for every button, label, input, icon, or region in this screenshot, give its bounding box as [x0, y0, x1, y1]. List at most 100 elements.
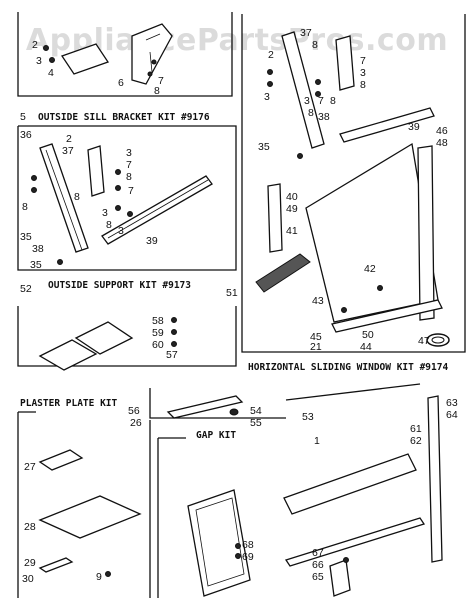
part-callout-number: 49	[286, 203, 298, 215]
lower-foot	[329, 559, 351, 597]
part-callout-number: 3	[126, 147, 132, 159]
part-callout-number: 60	[152, 339, 164, 351]
part-callout-number: 67	[312, 547, 324, 559]
sill-plate	[60, 43, 110, 75]
part-callout-number: 8	[106, 219, 112, 231]
part-callout-number: 35	[258, 141, 270, 153]
lower-part-29	[38, 557, 74, 573]
sill-bracket-detail	[145, 33, 161, 73]
lower-part-27	[38, 449, 84, 471]
part-callout-number: 39	[146, 235, 158, 247]
part-callout-number: 8	[308, 107, 314, 119]
gap-kit-frame	[149, 388, 286, 419]
part-callout-number: 28	[24, 521, 36, 533]
window-side-seal	[417, 145, 435, 321]
sill-kit-title: OUTSIDE SILL BRACKET KIT #9176	[38, 112, 210, 123]
part-callout-number: 42	[364, 263, 376, 275]
part-callout-number: 2	[268, 49, 274, 61]
window-filler	[267, 183, 283, 253]
part-callout-number: 38	[32, 243, 44, 255]
lower-right-top-edge	[285, 383, 421, 401]
part-callout-number: 44	[360, 341, 372, 353]
plaster-kit-frame	[17, 306, 237, 367]
part-callout-number: 5	[20, 111, 26, 123]
gap-kit-title: GAP KIT	[196, 430, 236, 441]
part-callout-number: 61	[410, 423, 422, 435]
part-callout-number: 29	[24, 557, 36, 569]
gap-plug	[229, 408, 239, 416]
plaster-plate-b	[74, 321, 134, 355]
support-bracket	[87, 145, 105, 197]
part-callout-number: 27	[24, 461, 36, 473]
part-callout-number: 3	[36, 55, 42, 67]
part-callout-number: 68	[242, 539, 254, 551]
part-callout-number: 2	[32, 39, 38, 51]
part-callout-number: 69	[242, 551, 254, 563]
support-kit: 36 2 37 3 7 8 8 7 3 8 3 8 35 38 39 35 52…	[20, 129, 213, 295]
lower-panel-frame	[187, 489, 251, 597]
sill-bracket	[131, 23, 173, 85]
part-callout-number: 3	[102, 207, 108, 219]
part-callout-number: 40	[286, 191, 298, 203]
window-sill-strip	[331, 299, 443, 333]
part-callout-number: 65	[312, 571, 324, 583]
part-callout-number: 8	[154, 85, 160, 97]
window-coil	[426, 333, 450, 347]
part-callout-number: 7	[128, 185, 134, 197]
part-callout-number: 38	[318, 111, 330, 123]
window-arm	[281, 31, 325, 149]
part-callout-number: 59	[152, 327, 164, 339]
part-callout-number: 8	[74, 191, 80, 203]
part-callout-number: 64	[446, 409, 458, 421]
lower-side-strip	[427, 395, 443, 563]
part-callout-number: 30	[22, 573, 34, 585]
part-callout-number: 6	[118, 77, 124, 89]
part-callout-number: 7	[158, 75, 164, 87]
part-callout-number: 55	[250, 417, 262, 429]
part-callout-number: 36	[20, 129, 32, 141]
sill-bracket-kit: 2 3 4 6 7 8 5 OUTSIDE SILL BRACKET KIT #…	[20, 23, 210, 123]
lower-left-frame	[17, 411, 151, 598]
part-callout-number: 3	[304, 95, 310, 107]
part-callout-number: 2	[66, 133, 72, 145]
part-callout-number: 66	[312, 559, 324, 571]
part-callout-number: 3	[264, 91, 270, 103]
part-callout-number: 35	[20, 231, 32, 243]
part-callout-number: 58	[152, 315, 164, 327]
plaster-kit-title: PLASTER PLATE KIT	[20, 398, 118, 409]
part-callout-number: 8	[360, 79, 366, 91]
sill-kit-frame	[17, 12, 233, 97]
part-callout-number: 52	[20, 283, 32, 295]
part-callout-number: 62	[410, 435, 422, 447]
lower-right-parts: 53 1 61 62 63 64 68 69 67 66 65	[187, 395, 458, 597]
gap-kit: 54 55 56 GAP KIT	[128, 395, 262, 441]
window-kit-title: HORIZONTAL SLIDING WINDOW KIT #9174	[248, 362, 448, 373]
part-callout-number: 47	[418, 335, 430, 347]
part-callout-number: 7	[360, 55, 366, 67]
part-callout-number: 1	[314, 435, 320, 447]
part-callout-number: 50	[362, 329, 374, 341]
gap-strip	[166, 395, 244, 419]
part-callout-number: 8	[330, 95, 336, 107]
plaster-plate-a	[38, 339, 98, 371]
part-callout-number: 7	[318, 95, 324, 107]
support-kit-title: OUTSIDE SUPPORT KIT #9173	[48, 280, 191, 291]
lower-support-rail	[284, 517, 426, 567]
plaster-plate-kit: 58 59 60 57 PLASTER PLATE KIT	[20, 315, 178, 409]
part-callout-number: 37	[62, 145, 74, 157]
part-callout-number: 4	[48, 67, 54, 79]
part-callout-number: 45	[310, 331, 322, 343]
part-callout-number: 54	[250, 405, 262, 417]
part-callout-number: 48	[436, 137, 448, 149]
part-callout-number: 51	[226, 287, 238, 299]
part-callout-number: 57	[166, 349, 178, 361]
part-callout-number: 41	[286, 225, 298, 237]
part-callout-number: 8	[312, 39, 318, 51]
part-callout-number: 53	[302, 411, 314, 423]
part-callout-number: 26	[130, 417, 142, 429]
part-callout-number: 8	[126, 171, 132, 183]
window-top-rail	[339, 107, 435, 143]
part-callout-number: 63	[446, 397, 458, 409]
support-kit-frame	[17, 125, 237, 271]
